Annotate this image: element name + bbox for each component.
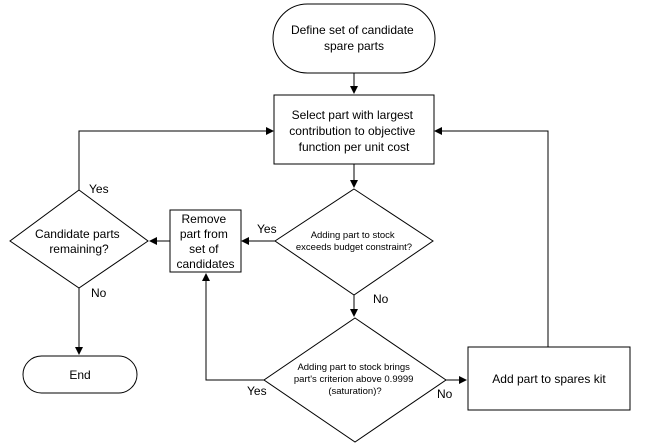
node-saturation-label: Adding part to stock brings part's crite…: [294, 362, 416, 397]
node-define-line-1: Define set of candidate: [291, 23, 414, 37]
arrowhead-remove-to-remaining: [149, 237, 157, 245]
node-saturation-line-1: Adding part to stock brings: [297, 362, 410, 373]
arrowhead-remaining-no-to-end: [75, 347, 83, 355]
node-remaining-line-1: Candidate parts: [35, 227, 120, 241]
node-add-label: Add part to spares kit: [492, 372, 606, 386]
node-select-line-3: function per unit cost: [299, 140, 410, 154]
edge-remaining-yes-to-select: [78, 130, 267, 190]
arrowhead-add-to-select: [434, 127, 442, 135]
node-remove-line-1: Remove: [181, 212, 226, 226]
label-budget-yes: Yes: [257, 222, 277, 236]
node-remove-line-3: set of: [189, 242, 219, 256]
process-select-shape: [273, 94, 435, 165]
node-define: Define set of candidate spare parts: [272, 3, 436, 74]
node-remaining-label: Candidate parts remaining?: [35, 227, 123, 256]
decision-saturation-shape: [263, 317, 447, 443]
node-budget-line-1: Adding part to stock: [311, 230, 395, 241]
node-end: End: [22, 355, 138, 394]
node-saturation-line-2: part's criterion above 0.9999: [294, 374, 414, 385]
node-select-label: Select part with largest contribution to…: [289, 108, 418, 154]
arrowhead-saturation-yes-to-remove: [202, 273, 210, 281]
label-remaining-no: No: [91, 286, 107, 300]
node-remaining-line-2: remaining?: [49, 242, 109, 256]
terminal-define-shape: [272, 3, 436, 74]
decision-budget-shape: [274, 188, 434, 296]
flowchart-edges: [75, 73, 549, 384]
node-select-line-1: Select part with largest: [292, 108, 414, 122]
process-remove-shape: [169, 209, 242, 273]
arrowhead-remaining-yes-to-select: [266, 127, 274, 135]
label-saturation-no: No: [437, 387, 453, 401]
node-budget: Adding part to stock exceeds budget cons…: [274, 188, 434, 296]
node-add-line-1: Add part to spares kit: [492, 372, 606, 386]
arrowhead-budget-yes-to-remove: [241, 237, 249, 245]
label-budget-no: No: [373, 292, 389, 306]
process-add-shape: [467, 346, 631, 411]
node-end-line-1: End: [69, 368, 90, 382]
node-end-label: End: [69, 368, 90, 382]
label-remaining-yes: Yes: [89, 182, 109, 196]
terminal-end-shape: [22, 355, 138, 394]
node-select: Select part with largest contribution to…: [273, 94, 435, 165]
arrowhead-select-to-budget: [350, 180, 358, 188]
node-budget-label: Adding part to stock exceeds budget cons…: [296, 230, 412, 253]
decision-remaining-shape: [9, 189, 149, 289]
node-remaining: Candidate parts remaining?: [9, 189, 149, 289]
arrowhead-define-to-select: [350, 86, 358, 94]
node-budget-line-2: exceeds budget constraint?: [296, 242, 412, 253]
arrowhead-budget-no-to-saturation: [350, 309, 358, 317]
node-remove-label: Remove part from set of candidates: [176, 212, 234, 271]
node-remove: Remove part from set of candidates: [169, 209, 242, 273]
arrowhead-saturation-no-to-add: [459, 376, 467, 384]
node-saturation: Adding part to stock brings part's crite…: [263, 317, 447, 443]
edge-labels: Yes No Yes No Yes No: [89, 182, 453, 401]
label-saturation-yes: Yes: [247, 384, 267, 398]
node-remove-line-4: candidates: [176, 257, 234, 271]
edge-saturation-yes-to-remove: [205, 279, 264, 381]
node-define-label: Define set of candidate spare parts: [291, 23, 417, 53]
node-saturation-line-3: (saturation)?: [328, 386, 381, 397]
node-remove-line-2: part from: [180, 227, 228, 241]
node-define-line-2: spare parts: [324, 39, 384, 53]
edge-add-to-select: [441, 130, 549, 347]
node-select-line-2: contribution to objective: [289, 124, 415, 138]
node-add: Add part to spares kit: [467, 346, 631, 411]
